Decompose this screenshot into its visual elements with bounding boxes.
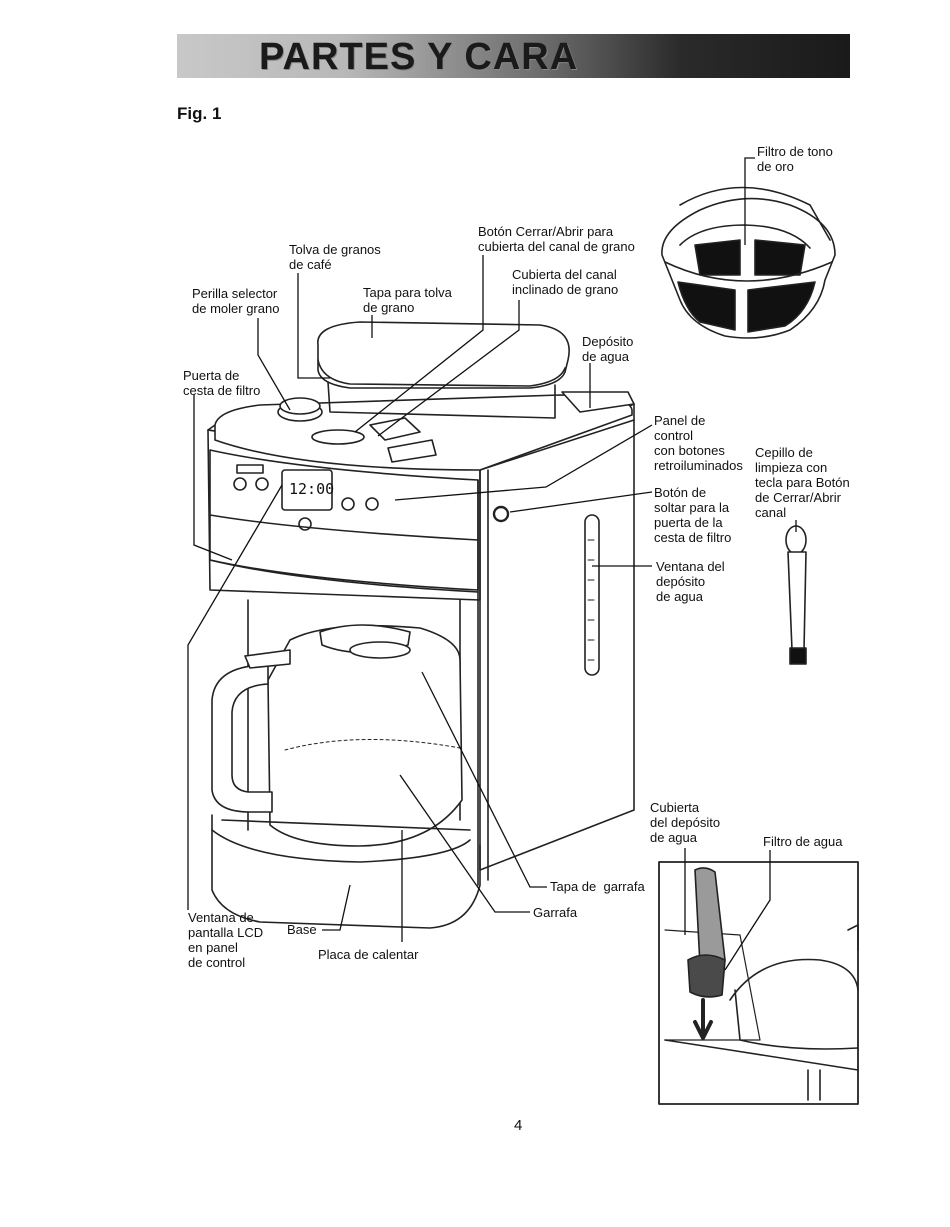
label-filter-door: Puerta de cesta de filtro	[183, 368, 261, 398]
label-warming-plate: Placa de calentar	[318, 947, 419, 962]
label-base: Base	[287, 922, 317, 937]
label-door-release: Botón de soltar para la puerta de la ces…	[654, 485, 732, 545]
figure-label: Fig. 1	[177, 104, 222, 123]
label-water-reservoir: Depósito de agua	[582, 334, 634, 364]
label-lcd-window: Ventana de pantalla LCD en panel de cont…	[188, 910, 264, 970]
label-carafe: Garrafa	[533, 905, 578, 920]
lcd-display: 12:00	[289, 480, 335, 498]
label-reservoir-cover: Cubierta del depósito de agua	[650, 800, 721, 845]
section-banner: PARTES Y CARA	[177, 34, 850, 78]
label-gold-filter: Filtro de tono de oro	[757, 144, 833, 174]
section-title: PARTES Y CARA	[259, 36, 579, 78]
label-water-window: Ventana del depósito de agua	[656, 559, 725, 604]
label-chute-cover: Cubierta del canal inclinado de grano	[512, 267, 619, 297]
label-bean-hopper: Tolva de granos de café	[289, 242, 381, 272]
label-cleaning-brush: Cepillo de limpieza con tecla para Botón…	[755, 445, 850, 520]
page-number: 4	[514, 1117, 523, 1134]
label-hopper-lid: Tapa para tolva de grano	[363, 285, 452, 315]
label-grind-selector: Perilla selector de moler grano	[192, 286, 280, 316]
label-control-panel: Panel de control con botones retroilumin…	[654, 413, 743, 473]
label-water-filter: Filtro de agua	[763, 834, 843, 849]
label-carafe-lid: Tapa de garrafa	[550, 879, 645, 894]
label-chute-button: Botón Cerrar/Abrir para cubierta del can…	[478, 224, 635, 254]
